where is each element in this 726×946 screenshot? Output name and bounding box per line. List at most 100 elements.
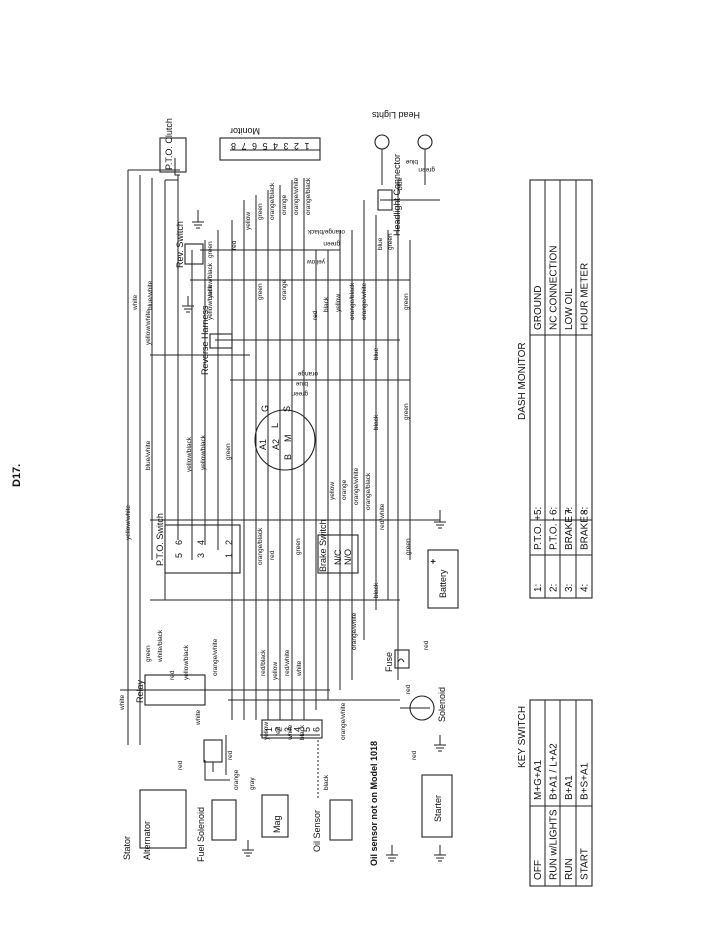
alternator: Stator Alternator [122, 789, 187, 860]
pto-switch-pin-number: 5 [174, 553, 184, 558]
harness-pin-number: 6 [312, 727, 322, 732]
wire-label: green [207, 241, 214, 258]
wire-label: orange/white [351, 612, 358, 650]
dash-monitor-function: NC CONNECTION [549, 246, 560, 330]
wire-label: orange/white [293, 177, 300, 215]
wire-label: green [405, 538, 412, 555]
wire-label: red/black [260, 649, 267, 676]
dash-monitor-function: P.T.O. + [533, 515, 544, 550]
dash-monitor-pin-number: 6: [549, 507, 560, 515]
reverse-harness: Reverse Harness [200, 305, 233, 375]
wire-label: blue/white [147, 280, 154, 310]
starter-label: Starter [433, 795, 443, 822]
key-pin-a2: A2 [271, 439, 281, 450]
wire-label: white [287, 724, 294, 741]
page-label: D17. [11, 464, 23, 487]
wire-label: black [373, 414, 380, 430]
wire-label: black [323, 296, 330, 312]
dash-monitor-pin-number: 8: [580, 507, 591, 515]
wire-label: blue [295, 380, 308, 387]
key-switch-position: START [580, 848, 591, 880]
fuse: Fuse [384, 649, 410, 672]
pto-switch-pin-number: 1 [224, 553, 234, 558]
wire-label: red [312, 310, 319, 320]
wire-label: yellow [329, 482, 336, 500]
wire-label: orange/black [257, 527, 264, 565]
pto-switch-label: P.T.O. Switch [155, 513, 165, 566]
dash-monitor-function: P.T.O. - [549, 517, 560, 550]
wire-label: green [295, 538, 302, 555]
dash-monitor-pin-number: 5: [533, 507, 544, 515]
pto-switch-pin-number: 2 [224, 540, 234, 545]
harness-pin-number: 5 [302, 727, 312, 732]
monitor-pin-number: 4 [273, 141, 278, 151]
stator-label: Stator [122, 836, 132, 860]
key-switch-position: OFF [533, 860, 544, 880]
wire-label: black [299, 724, 306, 740]
key-pin-l: L [270, 423, 280, 428]
fuel-solenoid-label: Fuel Solenoid [196, 807, 206, 862]
wire-label: green [225, 443, 232, 460]
key-pin-b: B [283, 454, 293, 460]
wire-label: blue [397, 177, 404, 190]
wire-label: orange [281, 194, 288, 215]
wire-label: red/white [379, 503, 386, 530]
wire-label: red [231, 240, 238, 250]
battery: Battery + [427, 549, 459, 609]
key-pin-a1: A1 [258, 439, 268, 450]
wire-label: green [257, 283, 264, 300]
wire-label: orange/white [340, 702, 347, 740]
monitor-label: Monitor [230, 126, 260, 136]
wire-label: yellow/black [183, 644, 190, 680]
dash-monitor-function: GROUND [533, 286, 544, 330]
monitor-pin-number: 8 [231, 141, 236, 151]
wire-label: green [403, 293, 410, 310]
relay: Relay [135, 674, 206, 706]
wire-label: yellow [272, 662, 279, 680]
monitor-pin-number: 6 [252, 141, 257, 151]
cross-wires [120, 149, 440, 781]
dash-monitor-pin-number: 2: [549, 584, 560, 592]
wire-label: orange/white [212, 638, 219, 676]
solenoid-label: Solenoid [437, 687, 447, 722]
key-switch-position: RUN [564, 858, 575, 880]
dash-monitor-pin-number: 1: [533, 584, 544, 592]
wire-label: yellow/black [200, 434, 207, 470]
solenoid: Solenoid [409, 687, 447, 722]
wire-label: yellow [263, 722, 270, 740]
wire-label: yellow/black [207, 284, 214, 320]
monitor-pin-number: 5 [262, 141, 267, 151]
wire-label: orange [341, 479, 348, 500]
wire-label: blue [377, 237, 384, 250]
wire-label: white [296, 660, 303, 677]
brake-switch: Brake Switch N/C N/O [317, 519, 359, 574]
wire-label: green [418, 166, 435, 173]
pto-clutch-label: P.T.O. Clutch [164, 118, 174, 170]
pto-switch-pin-number: 3 [196, 553, 206, 558]
wire-label: green [403, 403, 410, 420]
relay-label: Relay [135, 679, 145, 703]
wire-label: green [291, 390, 308, 397]
harness-pin-number: 4 [293, 727, 303, 732]
wire-labels: white blue/white yellow/black green red … [119, 158, 435, 790]
battery-label: Battery [438, 569, 448, 598]
wire-label: orange [297, 370, 318, 377]
headlight-connector-label: Headlight Connector [392, 154, 402, 236]
wire-label: blue/white [145, 440, 152, 470]
wire-label: blue [405, 158, 418, 165]
wire-label: red [227, 750, 234, 760]
wire-label: yellow/white [125, 505, 132, 540]
wire-label: orange/black [349, 282, 356, 320]
wire-label: yellow [335, 294, 342, 312]
wire-label: blue [373, 347, 380, 360]
key-switch-table-title: KEY SWITCH [517, 706, 528, 768]
dash-monitor-pin-number: 7: [564, 507, 575, 515]
wire-label: orange/black [307, 228, 345, 235]
wire-label: green [323, 240, 340, 247]
